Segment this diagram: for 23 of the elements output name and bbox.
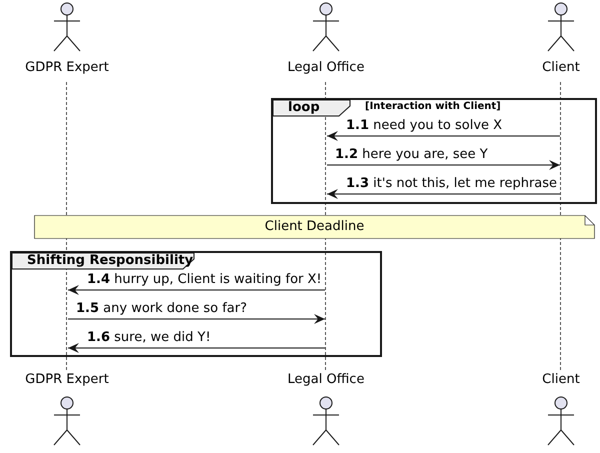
actor-name: Client: [542, 371, 580, 389]
actor-name: Client: [542, 59, 580, 77]
message-label: 1.6 sure, we did Y!: [87, 330, 211, 346]
message-label: 1.4 hurry up, Client is waiting for X!: [87, 272, 322, 288]
message-label: 1.5 any work done so far?: [76, 301, 248, 317]
message-label: 1.3 it's not this, let me rephrase: [346, 176, 558, 192]
note-text: Client Deadline: [264, 218, 364, 236]
message-arrow: [326, 189, 560, 199]
message-arrow: [68, 343, 326, 353]
frame-label: loop: [273, 100, 351, 117]
message-arrow: [326, 131, 560, 141]
message-arrow: [326, 160, 560, 170]
actor-name: GDPR Expert: [25, 371, 109, 389]
message-arrow: [68, 285, 326, 295]
message-label: 1.2 here you are, see Y: [335, 147, 488, 163]
message-label: 1.1 need you to solve X: [346, 118, 502, 134]
frame-label: Shifting Responsibility: [12, 253, 195, 270]
actor-name: Legal Office: [288, 371, 364, 389]
frame-condition: [Interaction with Client]: [365, 100, 501, 114]
message-arrow: [68, 314, 326, 324]
actor-name: Legal Office: [288, 59, 364, 77]
actor-name: GDPR Expert: [25, 59, 109, 77]
note: [34, 215, 595, 239]
